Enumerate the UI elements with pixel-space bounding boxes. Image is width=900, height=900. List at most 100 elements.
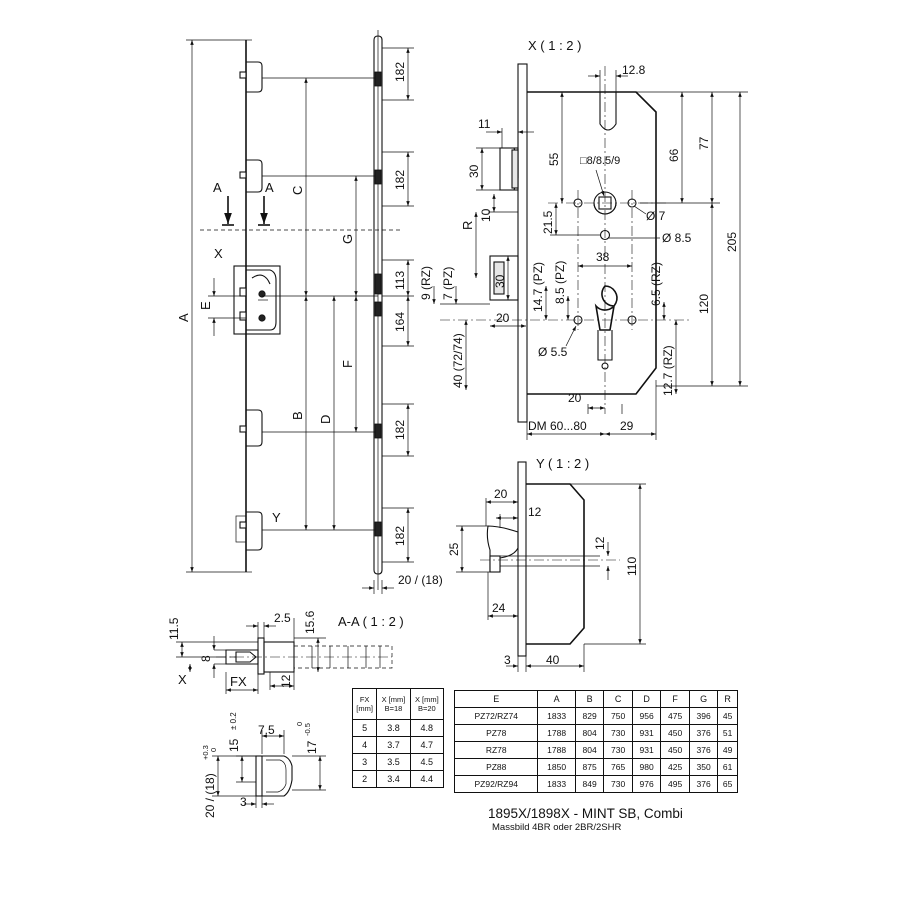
dim-40-72-74: 40 (72/74) <box>451 333 465 388</box>
table-row: PZ72/RZ74 1833 829 750 956 475 396 45 <box>453 707 738 725</box>
dim-cell: 765 <box>603 758 633 776</box>
fx-cell: 4.5 <box>409 753 445 771</box>
dim-cell: 956 <box>631 707 662 725</box>
dim-20-a: 20 <box>496 311 510 325</box>
dims-BCDFG: C B D G F <box>262 77 378 531</box>
dim-cell: 376 <box>688 724 719 742</box>
dim-66: 66 <box>667 148 681 162</box>
label-E: E <box>198 301 213 310</box>
dim-55: 55 <box>547 152 561 166</box>
dim-cell: 49 <box>717 741 738 759</box>
dim-20-b: 20 <box>568 391 582 405</box>
dim-29: 29 <box>620 419 634 433</box>
label-A: A <box>176 313 191 322</box>
dim-aa-8: 8 <box>199 655 213 662</box>
title-view-x: X ( 1 : 2 ) <box>528 38 581 53</box>
section-aa-view: A-A ( 1 : 2 ) 11.5 8 X FX <box>167 610 404 694</box>
fx-cell: 4 <box>351 736 378 754</box>
dim-y-25: 25 <box>447 542 461 556</box>
dim-d-15: 15 <box>227 738 241 752</box>
dim-cell: 350 <box>688 758 719 776</box>
dim-phi-7: Ø 7 <box>646 209 666 223</box>
fx-cell: 4.7 <box>409 736 445 754</box>
dim-header-r: R <box>717 690 738 708</box>
dim-cell: 61 <box>717 758 738 776</box>
dim-aa-2-5: 2.5 <box>274 611 291 625</box>
dim-cell: RZ78 <box>453 741 539 759</box>
dim-cell: 829 <box>574 707 605 725</box>
label-X-main: X <box>214 246 223 261</box>
fx-cell: 3.7 <box>376 736 411 754</box>
fx-cell: 5 <box>351 719 378 737</box>
table-row: 4 3.7 4.7 <box>351 736 445 754</box>
table-row: RZ78 1788 804 730 931 450 376 49 <box>453 741 738 759</box>
dim-y-40: 40 <box>546 653 560 667</box>
dim-9-rz: 9 (RZ) <box>419 266 433 300</box>
dim-11: 11 <box>478 117 491 131</box>
dim-77: 77 <box>697 136 711 150</box>
dim-182-d: 182 <box>393 526 407 546</box>
bolt-detail-view: 7.5 15 ± 0.2 17 0 -0.5 20 / (18) +0.3 0 … <box>201 712 326 818</box>
fx-cell: 4.8 <box>409 719 445 737</box>
dim-d-17: 17 <box>305 740 319 754</box>
dim-cell: 495 <box>660 775 690 793</box>
dim-d-17-tol-up: 0 <box>295 722 304 726</box>
label-aa-X: X <box>178 672 187 687</box>
fx-cell: 2 <box>351 770 378 788</box>
section-label-left: A <box>213 180 222 195</box>
dim-6-5-rz: 6.5 (RZ) <box>649 262 663 306</box>
dim-cell: PZ78 <box>453 724 539 742</box>
fx-cell: 3.8 <box>376 719 411 737</box>
dim-cell: 1788 <box>537 741 576 759</box>
label-C: C <box>290 186 305 195</box>
table-row: PZ88 1850 875 765 980 425 350 61 <box>453 758 738 776</box>
dim-cell: 475 <box>660 707 690 725</box>
dim-aa-15-6: 15.6 <box>303 610 317 634</box>
dim-cell: 804 <box>574 741 605 759</box>
dim-header-b: B <box>574 690 605 708</box>
dim-21-5: 21.5 <box>541 210 555 234</box>
faceplate-side-view <box>233 39 281 573</box>
table-row: PZ78 1788 804 730 931 450 376 51 <box>453 724 738 742</box>
dim-cell: 980 <box>631 758 662 776</box>
title-view-y: Y ( 1 : 2 ) <box>536 456 589 471</box>
dim-cell: 1833 <box>537 707 576 725</box>
dim-cell: 51 <box>717 724 738 742</box>
dim-cell: 1788 <box>537 724 576 742</box>
dim-y-110: 110 <box>625 557 639 576</box>
dim-cell: 730 <box>603 741 633 759</box>
dim-113: 113 <box>393 271 407 290</box>
dim-205: 205 <box>725 232 739 252</box>
dim-cell: PZ72/RZ74 <box>453 707 539 725</box>
dim-header-d: D <box>631 690 662 708</box>
dim-phi-8-5: Ø 8.5 <box>662 231 692 245</box>
section-arrows: A A X <box>200 180 400 261</box>
table-row: 3 3.5 4.5 <box>351 753 445 771</box>
detail-x-view: X ( 1 : 2 ) <box>419 38 748 440</box>
dim-cell: 750 <box>603 707 633 725</box>
dim-square: □8/8.5/9 <box>580 155 620 167</box>
dim-12-7-rz: 12.7 (RZ) <box>661 345 675 396</box>
table-row: 5 3.8 4.8 <box>351 719 445 737</box>
dim-y-12-b: 12 <box>593 536 607 550</box>
dim-cell: 396 <box>688 707 719 725</box>
dim-y-24: 24 <box>492 601 506 615</box>
label-aa-FX: FX <box>230 674 247 689</box>
title-view-aa: A-A ( 1 : 2 ) <box>338 614 404 629</box>
table-row: PZ92/RZ94 1833 849 730 976 495 376 65 <box>453 775 738 793</box>
dim-d-17-tol-dn: -0.5 <box>303 723 312 736</box>
fx-header-b20: X [mm] B=20 <box>409 688 445 720</box>
fx-cell: 3.5 <box>376 753 411 771</box>
fx-header-b18: X [mm] B=18 <box>376 688 411 720</box>
dimension-table: E A B C D F G R PZ72/RZ74 1833 829 750 9… <box>453 690 738 793</box>
dim-120: 120 <box>697 294 711 314</box>
dim-7-pz: 7 (PZ) <box>441 267 455 300</box>
drawing-subtitle: Massbild 4BR oder 2BR/2SHR <box>492 822 622 833</box>
label-B: B <box>290 411 305 420</box>
fx-cell: 3 <box>351 753 378 771</box>
dim-cell: 875 <box>574 758 605 776</box>
dim-cell: PZ92/RZ94 <box>453 775 539 793</box>
label-G: G <box>340 234 355 244</box>
dim-header-c: C <box>603 690 633 708</box>
